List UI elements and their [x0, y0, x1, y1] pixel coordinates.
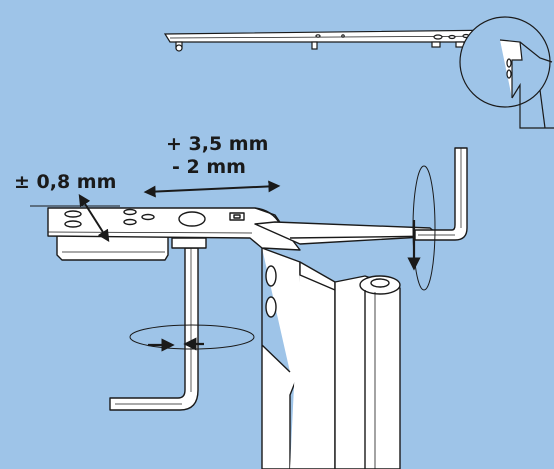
rotation-indicator-lower — [129, 324, 255, 352]
overview-detail-circle — [459, 16, 554, 129]
height-adjust-arrow — [143, 180, 281, 198]
height-adjust-plus-label: + 3,5 mm — [166, 133, 269, 155]
hinge-barrel — [334, 275, 401, 469]
hex-key-lower — [109, 247, 199, 411]
lateral-adjust-label: ± 0,8 mm — [14, 171, 117, 193]
height-adjust-minus-label: - 2 mm — [172, 156, 246, 178]
rotation-indicator-right — [407, 165, 436, 291]
hinge-main-assembly — [47, 147, 468, 469]
lateral-adjust-arrow — [30, 193, 120, 243]
hex-key-right — [414, 147, 468, 241]
